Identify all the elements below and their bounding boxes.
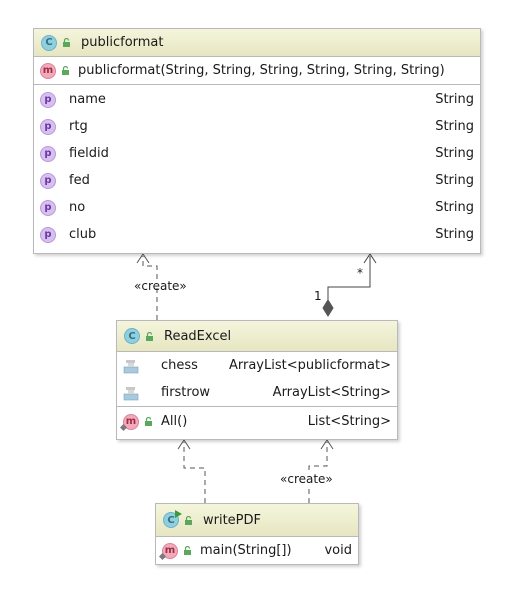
fields-section: chess ArrayList<publicformat> firstrow A… (117, 352, 397, 407)
composition-readexcel-publicformat (322, 253, 377, 317)
field-name: fed (69, 173, 90, 188)
field-row[interactable]: p club String (34, 221, 480, 248)
field-name: rtg (69, 119, 88, 134)
class-name: ReadExcel (164, 328, 232, 344)
methods-section: m main(String[]) void (156, 537, 358, 564)
private-lock-icon (58, 149, 67, 158)
field-icon: p (40, 145, 56, 162)
field-row[interactable]: p rtg String (34, 113, 480, 140)
private-lock-icon (58, 176, 67, 185)
class-header-publicformat[interactable]: C publicformat (34, 29, 480, 57)
field-name: name (69, 92, 106, 107)
public-lock-icon (61, 66, 70, 75)
field-name: club (69, 227, 97, 242)
create-dependency-writepdf-readexcel (308, 439, 334, 503)
private-lock-icon (58, 122, 67, 131)
field-icon: p (40, 172, 56, 189)
dependency-writepdf-readexcel (177, 439, 206, 503)
private-lock-icon (58, 95, 67, 104)
field-name: firstrow (161, 385, 211, 400)
public-lock-icon (62, 38, 71, 47)
field-icon: p (40, 91, 56, 108)
class-name: writePDF (203, 512, 262, 528)
class-header-readexcel[interactable]: C ReadExcel (117, 321, 397, 352)
package-field-icon (123, 358, 139, 374)
public-lock-icon (184, 515, 193, 525)
method-icon: m (120, 413, 139, 431)
field-row[interactable]: firstrow ArrayList<String> (117, 379, 397, 406)
class-icon: C (163, 510, 182, 528)
field-icon: p (40, 199, 56, 216)
field-icon: p (40, 226, 56, 243)
field-type: ArrayList<publicformat> (228, 358, 391, 373)
class-icon: C (41, 34, 57, 51)
method-signature: main(String[]) (200, 543, 292, 558)
constructor-signature: publicformat(String, String, String, Str… (78, 63, 445, 78)
multiplicity-one: 1 (314, 289, 322, 303)
class-header-writepdf[interactable]: C writePDF (156, 504, 358, 537)
runnable-play-icon (175, 510, 182, 518)
field-row[interactable]: p no String (34, 194, 480, 221)
field-icon: p (40, 118, 56, 135)
field-row[interactable]: p fieldid String (34, 140, 480, 167)
create-label-bottom: «create» (280, 472, 333, 486)
create-dependency-readexcel-publicformat (136, 253, 158, 320)
field-type: String (435, 173, 474, 188)
class-writepdf[interactable]: C writePDF m main(String[]) void (155, 503, 359, 565)
field-type: String (435, 227, 474, 242)
field-type: String (435, 119, 474, 134)
method-signature: All() (161, 414, 188, 429)
field-name: chess (161, 358, 198, 373)
method-row[interactable]: m All() List<String> (117, 408, 397, 435)
fields-section: p name String p rtg String p fieldid Str… (34, 85, 480, 248)
class-icon: C (124, 328, 140, 344)
class-name: publicformat (81, 35, 164, 50)
method-return-type: List<String> (307, 414, 391, 429)
field-row[interactable]: p fed String (34, 167, 480, 194)
class-readexcel[interactable]: C ReadExcel chess ArrayList<publicformat… (116, 320, 398, 440)
constructor-section: m publicformat(String, String, String, S… (34, 57, 480, 85)
package-diamond-icon (120, 423, 127, 431)
public-lock-icon (183, 546, 192, 555)
static-diamond-icon (159, 552, 166, 560)
private-lock-icon (58, 230, 67, 239)
class-publicformat[interactable]: C publicformat m publicformat(String, St… (33, 28, 481, 254)
public-lock-icon (144, 417, 153, 426)
multiplicity-many: * (357, 266, 363, 280)
field-row[interactable]: chess ArrayList<publicformat> (117, 352, 397, 379)
field-type: String (435, 146, 474, 161)
field-type: String (435, 92, 474, 107)
private-lock-icon (58, 203, 67, 212)
field-name: no (69, 200, 86, 215)
field-name: fieldid (69, 146, 109, 161)
constructor-row[interactable]: m publicformat(String, String, String, S… (34, 57, 480, 84)
package-field-icon (123, 385, 139, 401)
method-return-type: void (324, 543, 352, 558)
method-icon: m (40, 62, 56, 79)
field-type: String (435, 200, 474, 215)
method-row[interactable]: m main(String[]) void (156, 537, 358, 564)
public-lock-icon (145, 331, 154, 341)
field-row[interactable]: p name String (34, 86, 480, 113)
method-icon: m (159, 542, 178, 560)
create-label-top: «create» (134, 279, 187, 293)
field-type: ArrayList<String> (272, 385, 391, 400)
methods-section: m All() List<String> (117, 407, 397, 435)
